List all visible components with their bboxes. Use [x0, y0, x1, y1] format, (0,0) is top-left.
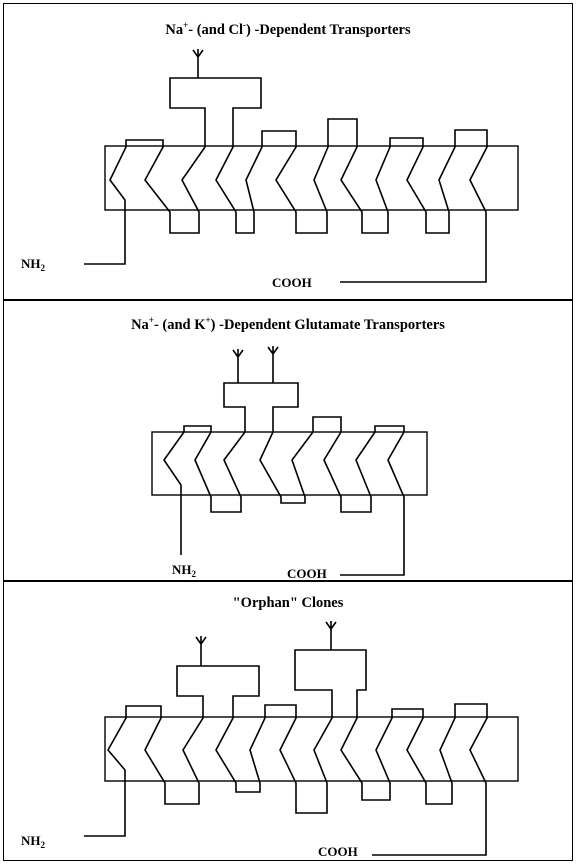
n-terminus-label: NH2: [21, 257, 45, 273]
c-terminus-label: COOH: [287, 567, 327, 580]
membrane-bilayer: [105, 146, 518, 210]
glycosylation-icon: [326, 621, 336, 650]
n-terminus-label: NH2: [21, 834, 45, 850]
membrane-bilayer: [105, 717, 518, 781]
membrane-bilayer: [152, 432, 427, 495]
glycosylation-icon: [196, 636, 206, 666]
n-terminus-label: NH2: [172, 563, 196, 579]
glycosylation-icon: [233, 349, 243, 383]
glycosylation-icon: [268, 346, 278, 383]
c-terminus-label: COOH: [272, 276, 312, 289]
glycosylation-icon: [193, 49, 203, 78]
c-terminus-label: COOH: [318, 845, 358, 858]
